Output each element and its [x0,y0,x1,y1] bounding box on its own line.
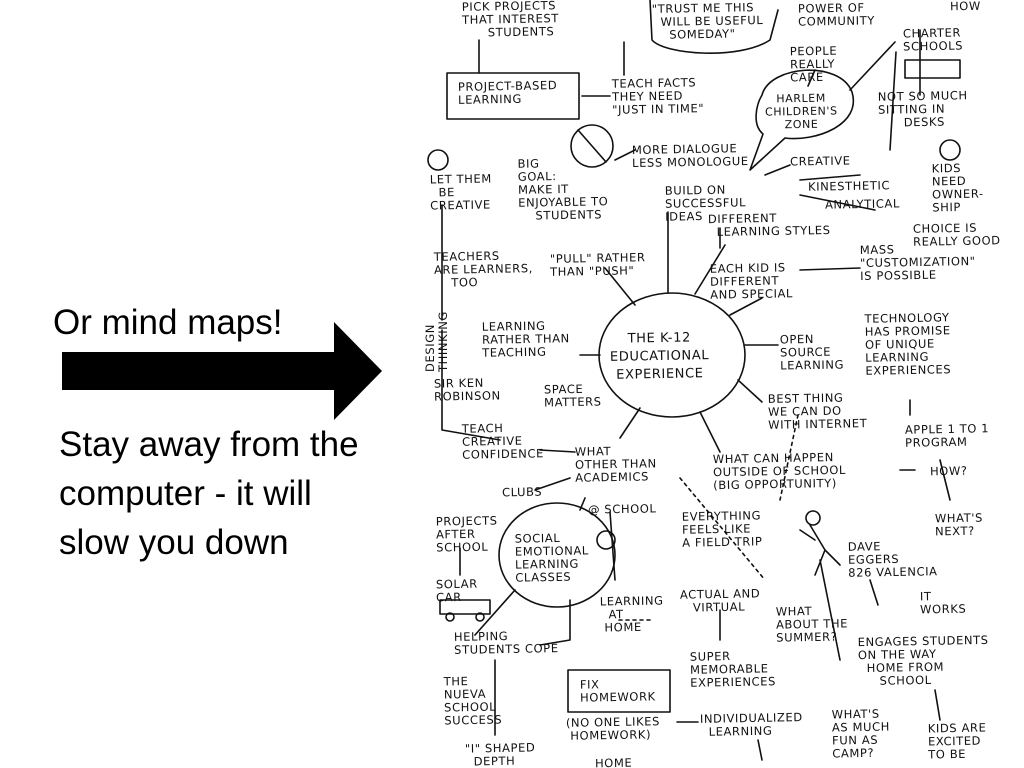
what-summer-text: WHAT ABOUT THE SUMMER? [775,603,849,645]
engages-text: ENGAGES STUDENTS ON THE WAY HOME FROM SC… [857,632,989,689]
kinesthetic-text: KINESTHETIC [807,178,891,194]
star-icon [596,530,616,550]
right-arrow-icon [62,322,382,420]
people-care-text: PEOPLE REALLY CARE [789,43,838,85]
creative-text: CREATIVE [789,153,851,169]
star-icon [427,149,449,171]
what-happen-text: WHAT CAN HAPPEN OUTSIDE OF SCHOOL (BIG O… [712,450,847,493]
open-source-text: OPEN SOURCE LEARNING [779,331,845,373]
how-q-text: HOW? [929,463,968,479]
teach-facts-text: TEACH FACTS THEY NEED "JUST IN TIME" [611,75,705,117]
slide-body: Stay away from the computer - it will sl… [59,425,359,562]
project-based-text: PROJECT-BASED LEARNING [457,78,558,107]
harlem-text: HARLEM CHILDREN'S ZONE [764,91,838,132]
harlem-bubble [749,69,855,171]
trust-bubble [649,0,779,54]
clubs-text: CLUBS [501,484,543,500]
pick-projects-text: PICK PROJECTS THAT INTEREST STUDENTS [461,0,560,40]
analytical-text: ANALYTICAL [824,196,901,212]
center-text: THE K-12 EDUCATIONAL EXPERIENCE [609,330,710,383]
big-goal-text: BIG GOAL: MAKE IT ENJOYABLE TO STUDENTS [517,156,609,223]
let-them-text: LET THEM BE CREATIVE [429,171,492,213]
social-circle [498,502,616,608]
mind-map-drawing [427,0,961,761]
projects-after-text: PROJECTS AFTER SCHOOL [435,513,498,555]
kids-excited-text: KIDS ARE EXCITED TO BE [927,720,987,762]
whats-fun-text: WHAT'S AS MUCH FUN AS CAMP? [831,706,891,761]
charter-text: CHARTER SCHOOLS [902,25,964,54]
design-thinking-text: DESIGN THINKING [423,311,450,372]
home-bottom-text: HOME [594,755,633,768]
different-styles-text: DIFFERENT LEARNING STYLES [707,210,831,240]
sir-ken-text: SIR KEN ROBINSON [433,375,501,404]
power-community-text: POWER OF COMMUNITY [797,0,876,29]
pull-push-text: "PULL" RATHER THAN "PUSH" [549,250,646,279]
teach-confidence-text: TEACH CREATIVE CONFIDENCE [461,420,545,462]
each-kid-text: EACH KID IS DIFFERENT AND SPECIAL [709,260,794,302]
learning-rather-text: LEARNING RATHER THAN TEACHING [481,318,570,360]
slide-title: Or mind maps! [53,303,283,342]
fix-homework-box [567,669,671,713]
mass-customization-text: MASS "CUSTOMIZATION" IS POSSIBLE [859,242,976,284]
solar-car-text: SOLAR CAR [435,576,478,605]
dave-eggers-text: DAVE EGGERS 826 VALENCIA [847,539,938,580]
teachers-learners-text: TEACHERS ARE LEARNERS, TOO [433,248,534,290]
everything-trip-text: EVERYTHING FEELS LIKE A FIELD TRIP [681,508,763,550]
helping-text: HELPING STUDENTS COPE [453,628,559,657]
not-so-much-text: NOT SO MUCH SITTING IN DESKS [877,88,968,130]
apple-text: APPLE 1 TO 1 PROGRAM [904,421,990,450]
actual-virtual-text: ACTUAL AND VIRTUAL [679,586,761,615]
learning-home-text: LEARNING AT HOME [599,593,664,635]
individualized-text: INDIVIDUALIZED LEARNING [699,710,803,739]
kids-ownership-text: KIDS NEED OWNER- SHIP [931,160,984,215]
super-memorable-text: SUPER MEMORABLE EXPERIENCES [689,649,777,690]
space-matters-text: SPACE MATTERS [543,381,602,410]
what-other-text: WHAT OTHER THAN ACADEMICS [574,444,657,485]
i-shaped-text: "I" SHAPED DEPTH [464,740,536,768]
no-sign-icon [570,124,614,168]
trust-me-text: "TRUST ME THIS WILL BE USEFUL SOMEDAY" [651,0,764,42]
whats-next-text: WHAT'S NEXT? [934,510,984,539]
fix-homework-text: FIX HOMEWORK [579,677,656,705]
no-one-likes-text: (NO ONE LIKES HOMEWORK) [565,714,661,743]
technology-text: TECHNOLOGY HAS PROMISE OF UNIQUE LEARNIN… [864,310,952,378]
nueva-text: THE NUEVA SCHOOL SUCCESS [443,674,503,728]
how-top-text: HOW [949,0,981,14]
it-works-text: IT WORKS [919,589,967,617]
best-thing-text: BEST THING WE CAN DO WITH INTERNET [767,390,868,432]
more-dialogue-text: MORE DIALOGUE LESS MONOLOGUE [631,141,749,171]
at-school-text: @ SCHOOL [587,501,657,517]
project-based-box [446,72,580,120]
social-emotional-text: SOCIAL EMOTIONAL LEARNING CLASSES [514,530,589,585]
mind-map-image: PICK PROJECTS THAT INTEREST STUDENTS "TR… [420,0,1024,768]
star-icon [939,139,961,161]
